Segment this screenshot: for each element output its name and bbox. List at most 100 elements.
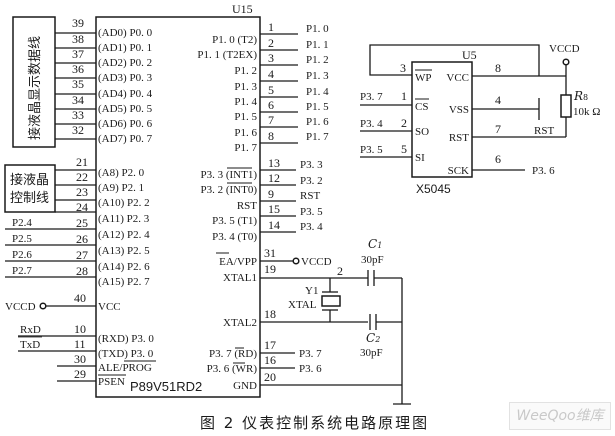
pin-name: (A8) P2. 0 [98,167,145,179]
net-label: P1. 0 [306,23,329,35]
pin-num: 33 [72,108,84,122]
pin-name: VCC [446,72,469,84]
net-label: P3. 3 [300,159,323,171]
mcu-body [95,16,261,398]
pin-num: 7 [495,122,501,136]
net-label: P3. 5 [300,206,323,218]
net-label: P2.5 [12,233,32,245]
pin-name: CS [415,101,428,113]
pin-num: 39 [72,16,84,30]
pin-num: 3 [268,51,274,65]
lcd-data-box [12,16,56,148]
pin-num: 37 [72,47,84,61]
net-label: P3. 4 [300,221,323,233]
pin-name: (AD4) P0. 4 [98,88,153,100]
crystal-y1 [321,278,341,322]
cap1-ref: C1 [368,237,382,251]
pin-name: P3. 7 (RD) [209,348,257,360]
net-label: RST [300,190,320,202]
net-label: VCCD [301,256,332,268]
cap2-ref: C2 [366,331,380,345]
p0-wires [55,32,96,140]
net-label: P1. 7 [306,131,329,143]
net-label: P3. 5 [360,144,383,156]
net-label: RxD [20,324,41,336]
pin-num: 25 [76,216,88,230]
pin-name: P1. 2 [234,65,257,77]
net-label: P3. 2 [300,175,323,187]
pin-name: (A14) P2. 6 [98,261,150,273]
pin-name: XTAL2 [223,317,257,329]
pin-num: 36 [72,62,84,76]
pin-name: XTAL1 [223,272,257,284]
pin-num: 10 [74,322,86,336]
pin-name: SCK [448,165,469,177]
pin-num: 6 [268,98,274,112]
pin-num: 27 [76,248,88,262]
eeprom-body [411,61,473,178]
p2-wires [5,169,96,278]
pin-name: (TXD) P3. 0 [98,348,154,360]
pin-num: 21 [76,155,88,169]
pin-num: 5 [401,142,407,156]
pin-name: P1. 6 [234,127,257,139]
lcd-ctrl-label-2: 控制线 [10,191,49,206]
pin-num: 2 [401,116,407,130]
pin-name: ALE/PROG [98,362,152,374]
pin-num: 4 [495,93,501,107]
pin-num: 9 [268,187,274,201]
pin-name: P3. 4 (T0) [212,231,257,243]
pin-name: (A15) P2. 7 [98,276,150,288]
pin-num: 5 [268,83,274,97]
pin-name: PSEN [98,376,125,388]
pin-num: 31 [264,246,276,260]
pin-name: P1. 3 [234,81,257,93]
pin-name: (AD2) P0. 2 [98,57,152,69]
pin-name: (A11) P2. 3 [98,213,150,225]
crystal-ref: Y1 [305,285,318,297]
figure-caption: 图 2 仪表控制系统电路原理图 [200,414,429,432]
pin-num: 15 [268,202,280,216]
pin-num: 14 [268,218,280,232]
pin-name: SI [415,152,425,164]
net-label: VCCD [5,301,36,313]
pin-name: P3. 2 (INT0) [200,184,257,196]
pin-num: 12 [268,171,280,185]
vccd-terminal [39,302,47,310]
lcd-ctrl-label-1: 接液晶 [10,172,49,188]
pin-name: EA/VPP [219,256,257,268]
p1-wires [260,33,298,144]
pin-num: 20 [264,370,276,384]
pin-num: 13 [268,156,280,170]
pin-num: 26 [76,232,88,246]
watermark: WeeQoo维库 [509,402,611,430]
net-label: P2.7 [12,265,32,277]
pin-num: 30 [74,352,86,366]
pin-name: P1. 7 [234,142,257,154]
pin-num: 16 [264,353,276,367]
eeprom-ref: U5 [462,48,477,62]
net-label: VCCD [549,43,580,55]
pin-num: 35 [72,77,84,91]
pin-name: P1. 1 (T2EX) [197,49,257,61]
crystal-type: XTAL [288,299,317,311]
mcu-ref: U15 [232,2,253,16]
eeprom-part: X5045 [416,182,451,196]
pin-num: 32 [72,123,84,137]
pin-num: 23 [76,185,88,199]
net-label: TxD [20,339,40,351]
pin-name: (AD6) P0. 6 [98,118,153,130]
pin-num: 28 [76,264,88,278]
pin-name: RST [449,132,469,144]
net-label: P2.6 [12,249,32,261]
pin-name: P3. 6 (WR) [207,363,258,375]
pin-name: (A13) P2. 5 [98,245,150,257]
resistor-value: 10k Ω [573,106,600,118]
pin-name: (A10) P2. 2 [98,197,150,209]
cap2-value: 30pF [360,347,383,359]
vccd-terminal [562,58,570,66]
pin-name: SO [415,126,429,138]
net-label: P1. 4 [306,86,329,98]
net-label: P3. 7 [360,91,383,103]
capacitor-c1 [367,270,402,286]
